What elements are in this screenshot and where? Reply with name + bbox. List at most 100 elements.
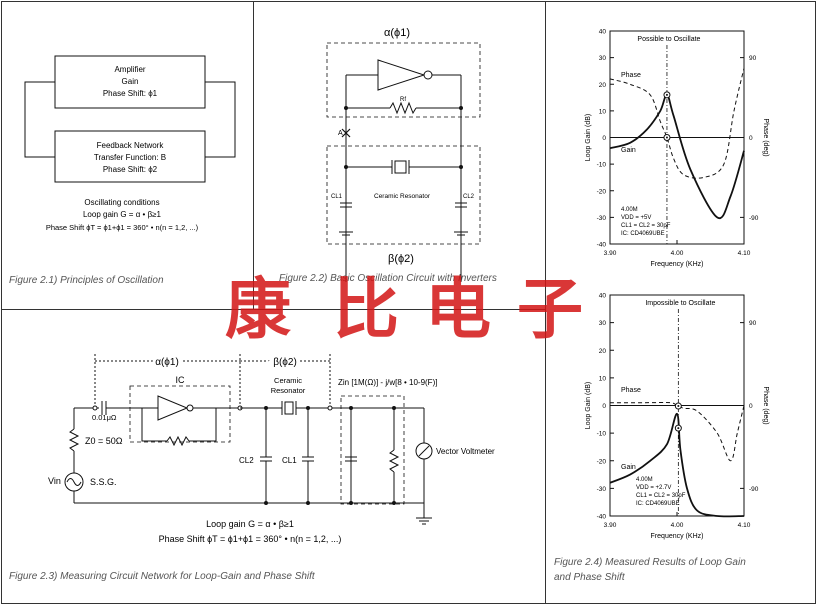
- node: [306, 501, 310, 505]
- amp-phase: Phase Shift: ϕ1: [103, 89, 158, 98]
- node: [327, 405, 333, 411]
- y-tick-label: -30: [597, 215, 607, 222]
- x-tick-label: 3.90: [604, 522, 617, 529]
- fig21-diagram: Amplifier Gain Phase Shift: ϕ1 Feedback …: [24, 55, 236, 232]
- gain-label: Gain: [621, 464, 636, 471]
- ic-box: [129, 385, 231, 443]
- ceramic-label-1: Ceramic: [274, 376, 302, 385]
- y-tick-label: 20: [599, 82, 607, 89]
- y-axis-label: Loop Gain (dB): [585, 382, 592, 429]
- y-tick-label: -10: [597, 162, 607, 169]
- cl1-label: CL1: [331, 194, 343, 200]
- gain-series-line: [609, 94, 745, 220]
- zin-resistor: [388, 449, 400, 473]
- inverter-symbol: [157, 395, 189, 421]
- fig23-gain-eq: Loop gain G = α • β≥1: [206, 519, 294, 529]
- condition-text: IC: CD4069UBE: [636, 501, 680, 507]
- sine-wave-icon: [66, 478, 82, 486]
- cl2-label: CL2: [463, 194, 475, 200]
- node: [344, 165, 348, 169]
- alpha-box: [326, 42, 481, 118]
- marker-dot: [665, 136, 668, 139]
- cond-phase: Phase Shift ϕT = ϕ1+ϕ1 = 360° • n(n = 1,…: [46, 223, 199, 232]
- node: [349, 501, 353, 505]
- y-tick-label: -20: [597, 458, 607, 465]
- node: [349, 406, 353, 410]
- inverter-symbol: [377, 59, 426, 91]
- fig21-panel: Amplifier Gain Phase Shift: ϕ1 Feedback …: [1, 1, 254, 310]
- node: [459, 106, 463, 110]
- right-tick-label: 90: [749, 320, 757, 327]
- condition-text: IC: CD4069UBE: [621, 231, 665, 237]
- condition-text: VDD = +5V: [621, 215, 651, 221]
- fb-title: Feedback Network: [97, 141, 165, 150]
- inverter-bubble: [423, 70, 433, 80]
- fig24-caption-line1: Figure 2.4) Measured Results of Loop Gai…: [554, 557, 746, 568]
- resonator-label: Ceramic Resonator: [374, 193, 431, 200]
- y-axis-label-right: Phase (deg): [762, 386, 769, 424]
- cap-label: 0.01μΩ: [92, 413, 117, 422]
- zin-box: [340, 395, 405, 505]
- phase-series-line: [610, 402, 745, 462]
- y-tick-label: -10: [597, 431, 607, 438]
- loop-left: [24, 81, 55, 158]
- y-tick-label: 40: [599, 293, 607, 300]
- amp-gain: Gain: [122, 77, 139, 86]
- y-tick-label: 20: [599, 348, 607, 355]
- condition-text: 4.00M: [621, 207, 638, 213]
- x-tick-label: 3.90: [604, 250, 617, 257]
- watermark-char-1: 康: [225, 270, 291, 348]
- node-a-label: A: [338, 130, 343, 137]
- ssg-label: S.S.G.: [90, 477, 117, 487]
- marker-dot: [677, 427, 680, 430]
- feedback-wire: [189, 408, 217, 442]
- x-tick-label: 4.10: [738, 250, 751, 257]
- right-tick-label: 90: [749, 55, 757, 62]
- vin-label: Vin: [48, 476, 61, 486]
- cond-gain: Loop gain G = α • β≥1: [83, 210, 162, 219]
- condition-text: VDD = +2.7V: [636, 485, 671, 491]
- fig23-phase-eq: Phase Shift ϕT = ϕ1+ϕ1 = 360° • n(n = 1,…: [159, 534, 342, 544]
- x-axis-label: Frequency (KHz): [651, 261, 704, 268]
- phase-label: Phase: [621, 72, 641, 79]
- fig24-caption-line2: and Phase Shift: [554, 572, 625, 583]
- fig22-diagram: α(ϕ1) Rf A Ceramic Resonator CL1 CL2: [326, 27, 481, 282]
- fig22-caption: Figure 2.2) Basic Oscillation Circuit wi…: [279, 273, 497, 284]
- right-tick-label: -90: [749, 486, 759, 493]
- cut-mark: [341, 128, 351, 138]
- y-axis-label: Loop Gain (dB): [585, 114, 592, 161]
- cond-title: Oscillating conditions: [84, 198, 159, 207]
- amp-title: Amplifier: [114, 65, 145, 74]
- fig23-caption: Figure 2.3) Measuring Circuit Network fo…: [9, 571, 315, 582]
- inverter-bubble: [186, 404, 194, 412]
- rf-label: Rf: [400, 97, 406, 103]
- cl1-label: CL1: [282, 456, 297, 465]
- y-tick-label: 0: [602, 135, 606, 142]
- marker-dot: [665, 93, 668, 96]
- gain-label: Gain: [621, 147, 636, 154]
- vv-label: Vector Voltmeter: [436, 447, 495, 456]
- watermark-char-2: 比: [333, 270, 399, 348]
- ceramic-label-2: Resonator: [271, 386, 306, 395]
- node: [392, 406, 396, 410]
- chart-annotation: Possible to Oscillate: [637, 36, 700, 43]
- fig23-panel: α(ϕ1) β(ϕ2) 0.01μΩ IC Ceramic Resonator …: [1, 309, 546, 604]
- condition-text: CL1 = CL2 = 30pF: [636, 493, 686, 499]
- watermark-char-3: 电: [425, 270, 491, 348]
- fig21-caption: Figure 2.1) Principles of Oscillation: [9, 275, 164, 286]
- right-tick-label: 0: [749, 135, 753, 142]
- node: [92, 405, 98, 411]
- fig22-beta-label: β(ϕ2): [388, 253, 414, 265]
- zin-label: Zin [1M(Ω)] - j/w[8 • 10-9(F)]: [338, 378, 437, 387]
- node: [392, 501, 396, 505]
- vector-voltmeter-needle: [418, 445, 430, 457]
- y-tick-label: -30: [597, 486, 607, 493]
- phase-label: Phase: [621, 387, 641, 394]
- z0-resistor: [68, 428, 80, 452]
- y-tick-label: 10: [599, 375, 607, 382]
- y-tick-label: 40: [599, 29, 607, 36]
- node: [344, 106, 348, 110]
- resonator-crystal: [284, 401, 294, 415]
